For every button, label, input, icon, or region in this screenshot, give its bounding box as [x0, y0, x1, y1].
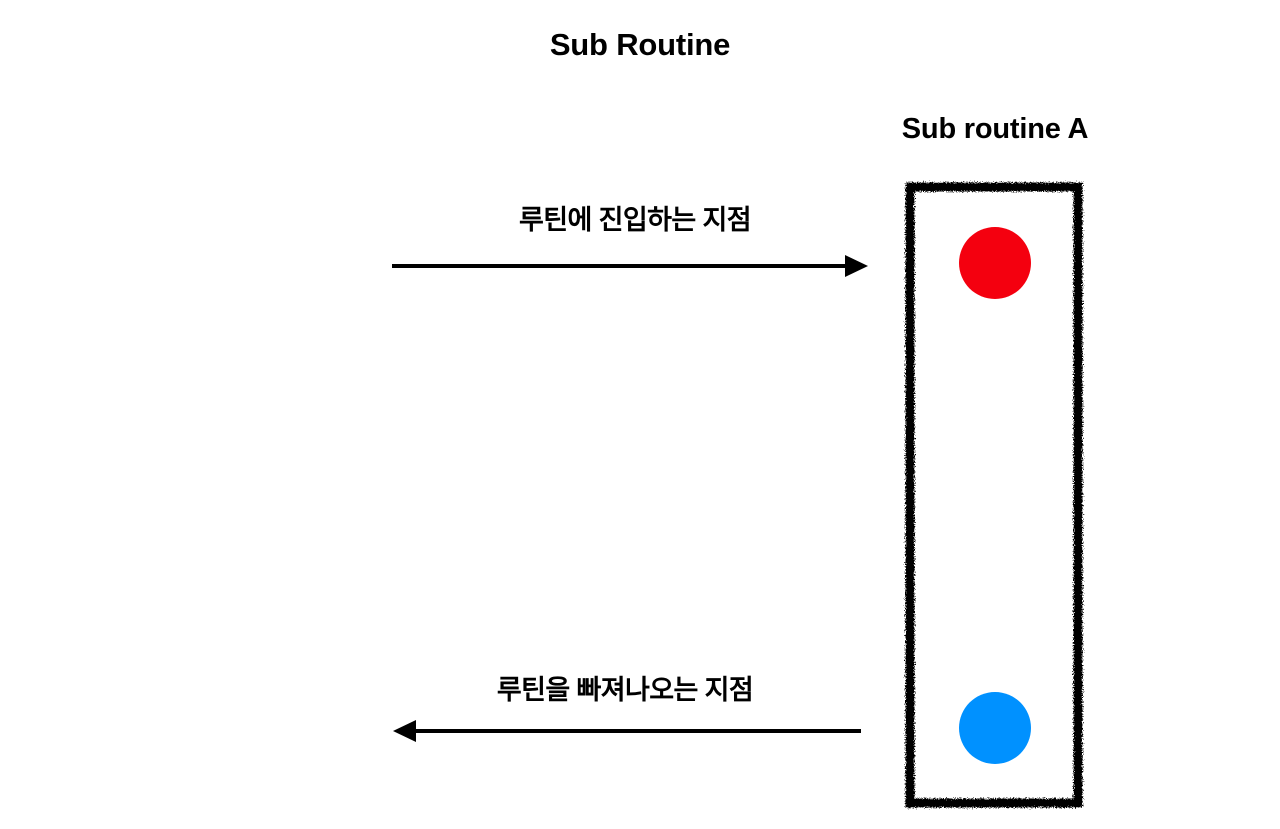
sub-routine-box-border-inner — [907, 184, 1081, 806]
exit-routine-arrow-label: 루틴을 빠져나오는 지점 — [496, 675, 754, 705]
exit-point-marker[interactable] — [959, 692, 1031, 764]
exit-routine-arrow[interactable] — [393, 720, 861, 742]
enter-routine-arrow[interactable] — [392, 255, 868, 277]
page-title: Sub Routine — [549, 27, 731, 62]
enter-routine-arrow-label: 루틴에 진입하는 지점 — [519, 205, 752, 235]
exit-routine-arrow-head — [393, 720, 416, 742]
entry-point-marker[interactable] — [959, 227, 1031, 299]
sub-routine-box-label: Sub routine A — [901, 113, 1089, 145]
enter-routine-arrow-head — [845, 255, 868, 277]
